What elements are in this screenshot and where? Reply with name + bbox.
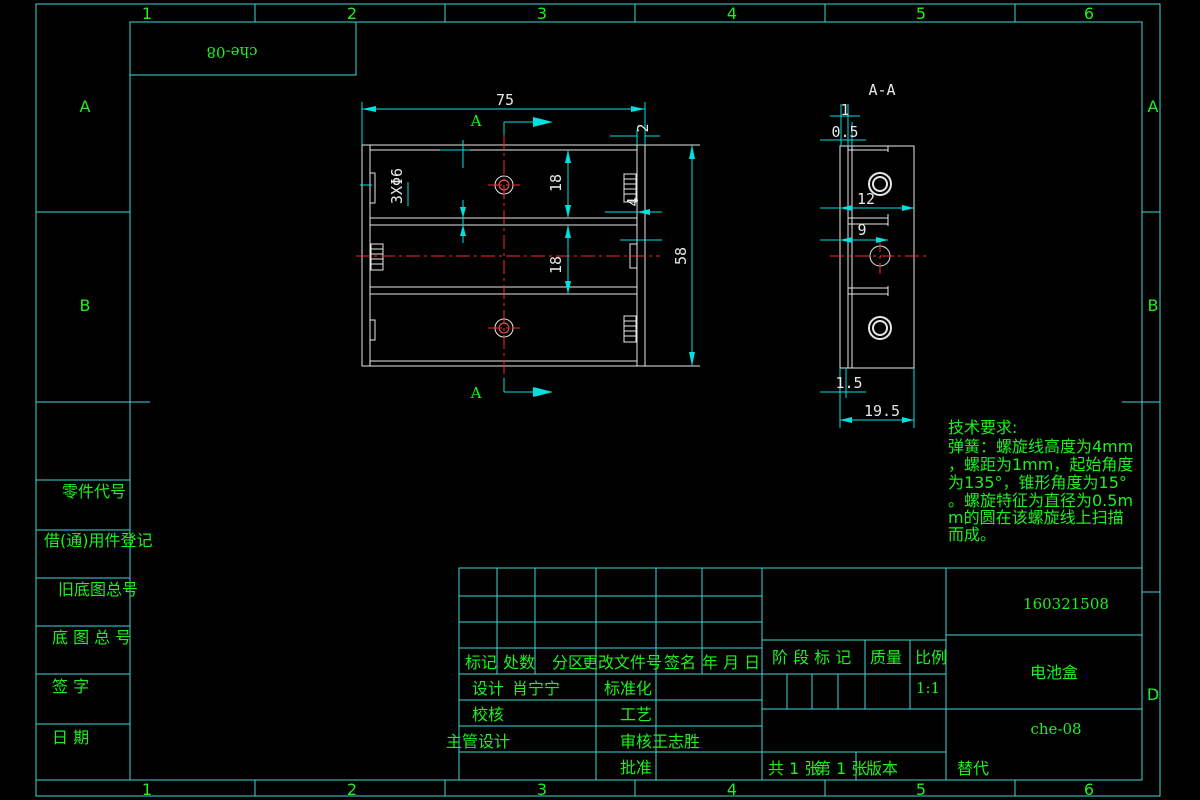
side-label-signature: 签 字 (52, 677, 89, 696)
dim-wall: 2 (634, 123, 652, 132)
title-block: 160321508 电池盒 che-08 标记 处数 分区 更改文件号 签名 年… (446, 567, 1143, 781)
tb-header-sign: 签名 (664, 653, 696, 672)
side-label-date: 日 期 (52, 728, 89, 747)
tb-design-label: 设计 (472, 679, 504, 698)
zone-row-b-right: B (1148, 296, 1159, 315)
zone-column-labels: 1 2 3 4 5 6 1 2 3 4 5 6 (142, 4, 1094, 799)
zone-col-5-bottom: 5 (916, 780, 926, 799)
side-label-borrowed-reg: 借(通)用件登记 (44, 531, 153, 550)
dim-side-0-5: 0.5 (831, 123, 858, 141)
notes-line-6: 而成。 (948, 525, 996, 544)
side-label-base-drawing-no: 底 图 总 号 (52, 628, 131, 647)
dim-side-9: 9 (857, 221, 866, 239)
dim-lower-pitch: 18 (547, 256, 565, 274)
tb-sheet-no: 第 1 张 (815, 759, 867, 778)
dim-dia-label: 3XΦ6 (388, 168, 406, 204)
tb-stage-label: 阶 段 标 记 (772, 648, 851, 667)
tb-sheets-total: 共 1 张 (768, 759, 820, 778)
tb-weight-label: 质量 (870, 648, 902, 667)
spring-left-middle (370, 243, 384, 271)
zone-col-1-bottom: 1 (142, 780, 152, 799)
section-marker-top: A (470, 112, 482, 130)
dim-side-12: 12 (857, 190, 875, 208)
tb-header-count: 处数 (503, 653, 535, 672)
spring-right-bottom (623, 315, 637, 343)
zone-col-2-bottom: 2 (347, 780, 357, 799)
zone-row-b-left: B (80, 296, 91, 315)
dim-height: 58 (672, 247, 690, 265)
tb-replace: 替代 (957, 759, 989, 778)
tb-process-label: 工艺 (620, 705, 652, 724)
side-label-old-drawing-no: 旧底图总号 (58, 580, 138, 599)
dim-width: 75 (496, 91, 514, 109)
notes-title: 技术要求: (948, 418, 1017, 437)
section-view: A-A (830, 81, 928, 369)
zone-col-6: 6 (1084, 4, 1094, 23)
tb-check-label: 校核 (472, 705, 504, 724)
tb-approve-label: 批准 (620, 758, 652, 777)
dim-upper-pitch: 18 (547, 174, 565, 192)
title-part-name: 电池盒 (1030, 663, 1078, 682)
tb-header-date: 年 月 日 (702, 653, 760, 672)
section-markers: A A (470, 112, 553, 402)
section-marker-bottom: A (470, 384, 482, 402)
zone-col-3: 3 (537, 4, 547, 23)
corner-code-box: che-08 (129, 21, 357, 76)
zone-col-1: 1 (142, 4, 152, 23)
tb-reviewer-name: 王志胜 (652, 732, 700, 751)
zone-col-2: 2 (347, 4, 357, 23)
tb-review-label: 审核 (620, 732, 652, 751)
notes-line-2: ，螺距为1mm，起始角度 (948, 455, 1133, 474)
dim-side-1-5: 1.5 (835, 374, 862, 392)
tb-scale-label: 比例 (915, 648, 947, 667)
tb-standard-label: 标准化 (604, 679, 652, 698)
title-drawing-number: 160321508 (1023, 595, 1109, 613)
tb-header-change-doc: 更改文件号 (582, 653, 662, 672)
dim-slot: 4 (624, 197, 642, 206)
side-label-part-code: 零件代号 (62, 482, 126, 501)
zone-row-labels: A B A B D (80, 97, 1160, 704)
zone-col-6-bottom: 6 (1084, 780, 1094, 799)
side-strip: 零件代号 借(通)用件登记 旧底图总号 底 图 总 号 签 字 日 期 (35, 479, 153, 781)
tb-scale-value: 1:1 (916, 679, 940, 697)
tb-designer-name: 肖宁宁 (512, 679, 560, 698)
zone-row-a-right: A (1148, 97, 1159, 116)
front-view-dimensions: 75 58 2 18 18 4 3XΦ6 (360, 91, 695, 366)
corner-code-text: che-08 (206, 43, 257, 61)
notes-line-1: 弹簧：螺旋线高度为4mm (948, 437, 1133, 456)
dim-side-1: 1 (840, 101, 849, 119)
title-part-code: che-08 (1030, 720, 1081, 738)
section-view-title: A-A (868, 81, 895, 99)
tb-version: 版本 (866, 759, 898, 778)
notes-line-5: m的圆在该螺旋线上扫描 (948, 508, 1124, 527)
notes-line-3: 为135°，锥形角度为15° (948, 473, 1127, 492)
zone-col-3-bottom: 3 (537, 780, 547, 799)
zone-col-4: 4 (727, 4, 737, 23)
zone-col-4-bottom: 4 (727, 780, 737, 799)
spring-right-top (623, 173, 637, 203)
dim-side-19-5: 19.5 (864, 402, 900, 420)
notes-line-4: 。螺旋特征为直径为0.5m (948, 491, 1133, 510)
section-view-dimensions: 1 0.5 12 9 1.5 19.5 (820, 101, 915, 428)
zone-col-5: 5 (916, 4, 926, 23)
drawing-border (35, 3, 1161, 797)
tb-lead-design-label: 主管设计 (446, 732, 510, 751)
tb-header-mark: 标记 (465, 653, 497, 672)
front-view (356, 135, 700, 375)
zone-row-d-right: D (1147, 685, 1159, 704)
zone-row-a-left: A (80, 97, 91, 116)
tb-header-zone: 分区 (552, 653, 584, 672)
technical-notes: 技术要求: 弹簧：螺旋线高度为4mm ，螺距为1mm，起始角度 为135°，锥形… (948, 418, 1133, 544)
